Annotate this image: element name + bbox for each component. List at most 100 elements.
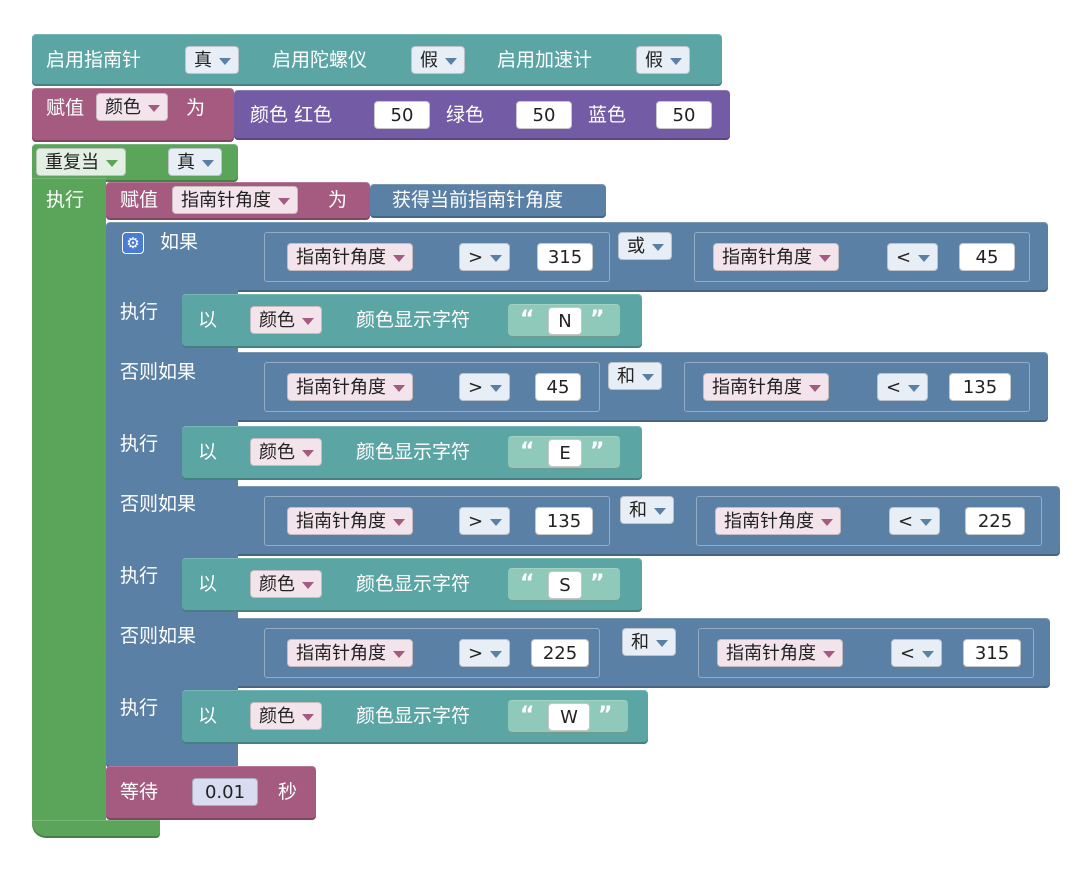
branch-2-val1-input[interactable]: 135 — [535, 507, 593, 535]
branch-1-color-var-value: 颜色 — [259, 442, 295, 463]
branch-1-condition-row[interactable]: 指南针角度 > 45 和 指南针角度 < 135 — [238, 352, 1048, 422]
branch-1-show-char-block[interactable]: 以 颜色 颜色显示字符 “ E ” — [182, 426, 642, 480]
branch-2-logic-value: 和 — [629, 500, 647, 521]
if-label: 如果 — [160, 231, 199, 253]
branch-0-condition-row[interactable]: 指南针角度 > 315 或 指南针角度 < 45 — [238, 222, 1048, 292]
accel-dropdown[interactable]: 假 — [636, 46, 690, 74]
branch-2-var1-dropdown[interactable]: 指南针角度 — [287, 507, 413, 535]
gyro-dropdown[interactable]: 假 — [411, 46, 465, 74]
chevron-down-icon — [278, 198, 290, 205]
branch-1-val2-input[interactable]: 135 — [949, 373, 1011, 401]
branch-2-var2-value: 指南针角度 — [724, 511, 814, 532]
branch-0-var2-dropdown[interactable]: 指南针角度 — [713, 243, 839, 271]
branch-3-condition-row[interactable]: 指南针角度 > 225 和 指南针角度 < 315 — [238, 618, 1050, 688]
branch-1-show-label: 颜色显示字符 — [356, 441, 471, 463]
wait-value-input[interactable]: 0.01 — [192, 778, 258, 806]
branch-3-char-input[interactable]: W — [548, 703, 590, 731]
branch-2-text-block[interactable]: “ S ” — [508, 568, 620, 602]
branch-1-char-input[interactable]: E — [548, 439, 582, 467]
assign-heading-block[interactable]: 赋值 指南针角度 为 — [106, 182, 370, 220]
chevron-down-icon — [922, 651, 935, 658]
branch-0-show-prefix: 以 — [198, 309, 218, 331]
branch-1-op1-dropdown[interactable]: > — [459, 373, 511, 401]
loop-mode-dropdown[interactable]: 重复当 — [36, 148, 126, 176]
branch-0-compare-right[interactable]: 指南针角度 < 45 — [694, 232, 1030, 282]
branch-0-var1-dropdown[interactable]: 指南针角度 — [287, 243, 413, 271]
branch-0-show-char-block[interactable]: 以 颜色 颜色显示字符 “ N ” — [182, 294, 642, 348]
wait-block[interactable]: 等待 0.01 秒 — [106, 766, 316, 820]
branch-2-op1-dropdown[interactable]: > — [459, 507, 511, 535]
branch-1-op2-dropdown[interactable]: < — [877, 373, 929, 401]
branch-0-logic-dropdown[interactable]: 或 — [618, 232, 672, 260]
quote-close-icon: ” — [590, 307, 605, 332]
branch-3-compare-right[interactable]: 指南针角度 < 315 — [698, 628, 1034, 678]
chevron-down-icon — [652, 244, 664, 251]
gear-icon[interactable]: ⚙ — [122, 232, 144, 254]
branch-1-logic-dropdown[interactable]: 和 — [608, 362, 662, 390]
branch-0-val1-input[interactable]: 315 — [537, 243, 593, 271]
heading-var-dropdown[interactable]: 指南针角度 — [172, 186, 298, 214]
sensor-init-block[interactable]: 启用指南针 真 启用陀螺仪 假 启用加速计 假 — [32, 34, 722, 86]
loop-condition-dropdown[interactable]: 真 — [168, 148, 222, 176]
red-value-input[interactable]: 50 — [374, 101, 430, 129]
branch-0-text-block[interactable]: “ N ” — [508, 304, 620, 338]
to-label: 为 — [186, 97, 206, 119]
wait-unit-label: 秒 — [278, 781, 298, 803]
branch-2-val2-input[interactable]: 225 — [965, 507, 1025, 535]
branch-0-op2-value: < — [896, 247, 912, 268]
branch-0-color-var-dropdown[interactable]: 颜色 — [250, 306, 322, 334]
branch-3-compare-left[interactable]: 指南针角度 > 225 — [264, 628, 600, 678]
branch-3-op2-dropdown[interactable]: < — [891, 639, 943, 667]
branch-3-val2-input[interactable]: 315 — [963, 639, 1021, 667]
branch-3-op1-dropdown[interactable]: > — [459, 639, 511, 667]
chevron-down-icon — [670, 58, 682, 65]
quote-close-icon: ” — [590, 571, 605, 596]
branch-0-val2-input[interactable]: 45 — [959, 243, 1015, 271]
branch-3-var2-dropdown[interactable]: 指南针角度 — [717, 639, 843, 667]
chevron-down-icon — [302, 582, 314, 589]
branch-0-do-label: 执行 — [120, 301, 159, 323]
chevron-down-icon — [490, 651, 503, 658]
branch-3-text-block[interactable]: “ W ” — [508, 700, 628, 734]
branch-2-compare-left[interactable]: 指南针角度 > 135 — [264, 496, 610, 546]
assign-color-block[interactable]: 赋值 颜色 为 — [32, 88, 234, 142]
branch-3-var1-dropdown[interactable]: 指南针角度 — [287, 639, 413, 667]
branch-2-show-char-block[interactable]: 以 颜色 颜色显示字符 “ S ” — [182, 558, 642, 612]
branch-1-text-block[interactable]: “ E ” — [508, 436, 620, 470]
branch-1-val1-input[interactable]: 45 — [535, 373, 581, 401]
branch-2-op2-dropdown[interactable]: < — [889, 507, 941, 535]
compass-dropdown[interactable]: 真 — [185, 46, 239, 74]
branch-1-compare-right[interactable]: 指南针角度 < 135 — [684, 362, 1030, 412]
branch-2-logic-dropdown[interactable]: 和 — [620, 496, 674, 524]
branch-3-logic-dropdown[interactable]: 和 — [622, 628, 676, 656]
blue-label: 蓝色 — [588, 104, 627, 126]
branch-1-compare-left[interactable]: 指南针角度 > 45 — [264, 362, 600, 412]
blue-value-input[interactable]: 50 — [656, 101, 712, 129]
branch-2-char-input[interactable]: S — [548, 571, 582, 599]
set-heading-label: 赋值 — [120, 189, 159, 211]
branch-3-show-char-block[interactable]: 以 颜色 颜色显示字符 “ W ” — [182, 690, 648, 744]
branch-0-compare-left[interactable]: 指南针角度 > 315 — [264, 232, 610, 282]
green-value-input[interactable]: 50 — [516, 101, 572, 129]
branch-2-show-prefix: 以 — [198, 573, 218, 595]
branch-0-op1-dropdown[interactable]: > — [459, 243, 511, 271]
color-var-dropdown[interactable]: 颜色 — [96, 93, 168, 121]
quote-close-icon: ” — [598, 703, 613, 728]
branch-1-var2-dropdown[interactable]: 指南针角度 — [703, 373, 829, 401]
quote-open-icon: “ — [520, 703, 535, 728]
get-heading-block[interactable]: 获得当前指南针角度 — [370, 184, 606, 218]
rgb-color-block[interactable]: 颜色 红色 50 绿色 50 蓝色 50 — [234, 90, 730, 140]
branch-3-val1-input[interactable]: 225 — [531, 639, 589, 667]
heading-var-value: 指南针角度 — [181, 190, 271, 211]
chevron-down-icon — [819, 255, 831, 262]
branch-2-color-var-dropdown[interactable]: 颜色 — [250, 570, 322, 598]
branch-0-op2-dropdown[interactable]: < — [887, 243, 939, 271]
branch-2-condition-row[interactable]: 指南针角度 > 135 和 指南针角度 < 225 — [238, 486, 1060, 556]
branch-2-var2-dropdown[interactable]: 指南针角度 — [715, 507, 841, 535]
branch-3-color-var-dropdown[interactable]: 颜色 — [250, 702, 322, 730]
branch-1-color-var-dropdown[interactable]: 颜色 — [250, 438, 322, 466]
branch-2-compare-right[interactable]: 指南针角度 < 225 — [696, 496, 1042, 546]
repeat-while-header[interactable]: 重复当 真 — [32, 144, 238, 182]
branch-1-var1-dropdown[interactable]: 指南针角度 — [287, 373, 413, 401]
branch-0-char-input[interactable]: N — [548, 307, 582, 335]
